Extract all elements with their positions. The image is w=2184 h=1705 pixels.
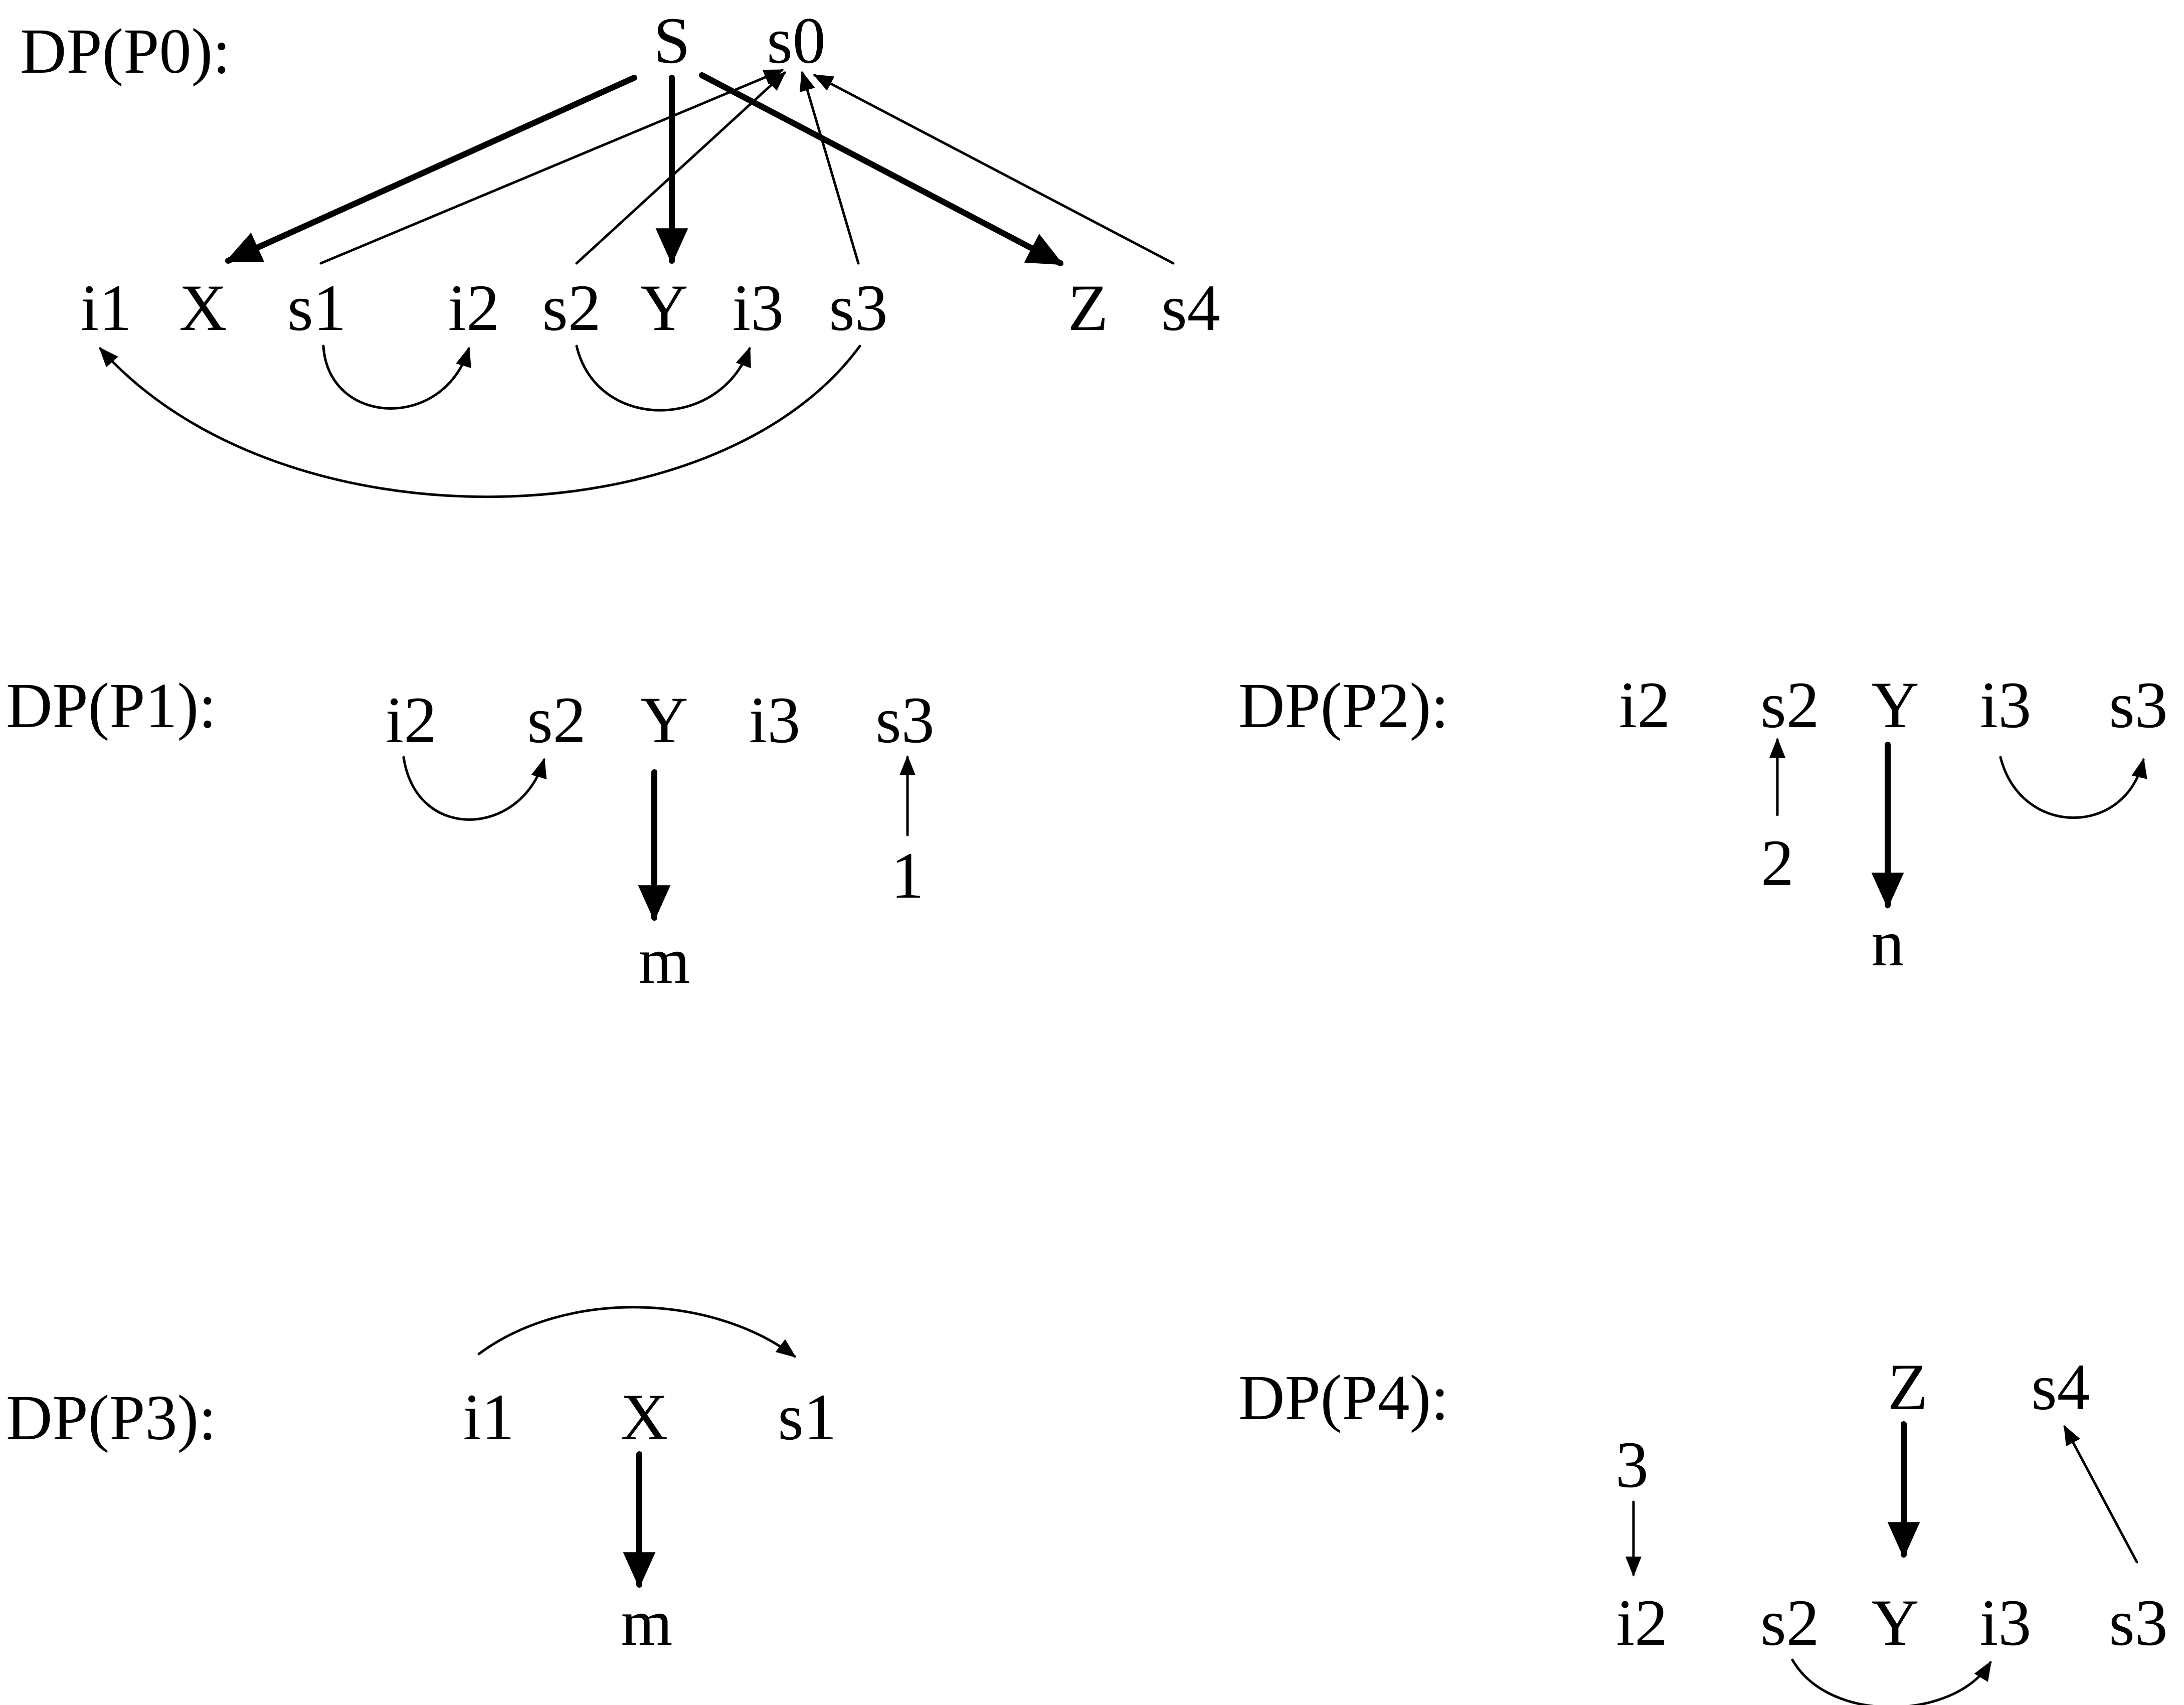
p0-node-Y: Y (640, 271, 688, 345)
p4-label: DP(P4): (1238, 1362, 1449, 1433)
p1-node-Y: Y (640, 683, 688, 757)
p0-arc-s2-i3 (575, 345, 751, 412)
p4-node-Z: Z (1888, 1350, 1928, 1424)
p1-arc-i2-s2 (402, 756, 547, 821)
p0-edge-S-X (225, 75, 637, 264)
p0-node-X: X (179, 271, 227, 345)
panel-p4: DP(P4): Z s4 3 i2 s2 Y i3 s3 (1238, 1350, 2168, 1705)
p0-edge-s1-s0 (319, 69, 784, 265)
p0-node-i1: i1 (81, 271, 132, 345)
p0-node-i3: i3 (733, 271, 784, 345)
panel-p1: DP(P1): i2 s2 Y i3 s3 m 1 (6, 670, 935, 997)
p0-node-s0: s0 (767, 4, 825, 77)
p1-node-1: 1 (891, 838, 924, 912)
p2-node-i2: i2 (1619, 668, 1671, 742)
p0-arc-s1-i2 (322, 345, 471, 410)
p1-node-i2: i2 (386, 683, 437, 757)
p0-edge-s2-s0 (575, 71, 786, 265)
p1-node-s2: s2 (527, 683, 586, 757)
p0-node-i2: i2 (448, 271, 500, 345)
p2-node-2: 2 (1761, 826, 1794, 900)
panel-p0: DP(P0): S s0 i1 X s1 i2 s2 Y i3 s3 Z s4 (20, 4, 1220, 498)
p0-node-s3: s3 (829, 271, 887, 345)
p3-node-i1: i1 (463, 1380, 515, 1454)
p2-node-n: n (1871, 906, 1904, 980)
p0-arc-s3-i1 (99, 345, 861, 498)
panel-p3: DP(P3): i1 X s1 m (6, 1306, 837, 1659)
p3-arc-i1-s1 (477, 1306, 797, 1358)
p1-node-s3: s3 (875, 683, 934, 757)
p1-node-m: m (639, 924, 690, 997)
p0-node-s4: s4 (1161, 271, 1220, 345)
p0-edge-S-Z (699, 72, 1064, 266)
p2-arc-i3-s3 (1999, 756, 2147, 819)
p2-node-Y: Y (1871, 668, 1919, 742)
p3-node-m: m (621, 1586, 673, 1659)
p4-node-3: 3 (1615, 1428, 1649, 1501)
p4-node-Y: Y (1871, 1586, 1919, 1659)
p0-node-S: S (653, 4, 690, 77)
p2-label: DP(P2): (1238, 670, 1449, 741)
p4-node-s2: s2 (1760, 1586, 1819, 1659)
p3-node-X: X (620, 1380, 668, 1454)
p4-node-s3: s3 (2109, 1586, 2167, 1659)
p2-node-s2: s2 (1760, 668, 1819, 742)
p4-node-s4: s4 (2031, 1350, 2090, 1424)
p0-node-s1: s1 (287, 271, 346, 345)
p4-node-i2: i2 (1616, 1586, 1668, 1659)
p2-node-s3: s3 (2109, 668, 2167, 742)
p0-label: DP(P0): (20, 16, 231, 87)
p3-node-s1: s1 (778, 1380, 836, 1454)
p1-node-i3: i3 (749, 683, 801, 757)
p1-label: DP(P1): (6, 670, 217, 741)
p3-label: DP(P3): (6, 1382, 217, 1453)
p4-node-i3: i3 (1980, 1586, 2032, 1659)
p4-edge-s3-s4 (2063, 1425, 2138, 1564)
panel-p2: DP(P2): i2 s2 Y i3 s3 2 n (1238, 668, 2168, 980)
p2-node-i3: i3 (1980, 668, 2032, 742)
p0-node-s2: s2 (542, 271, 601, 345)
p4-arc-s2-i3 (1791, 1658, 1992, 1705)
p0-node-Z: Z (1068, 271, 1109, 345)
p0-edge-s3-s0 (799, 71, 860, 265)
p0-edge-s4-s0 (813, 74, 1175, 265)
